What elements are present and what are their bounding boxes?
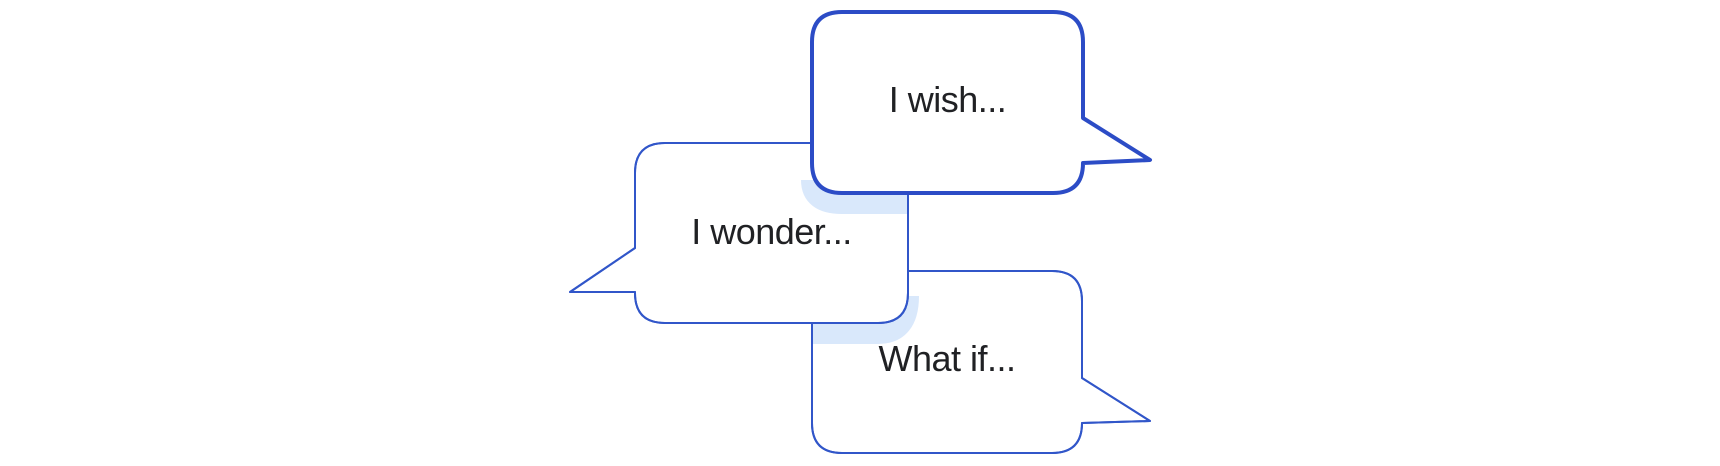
wish-bubble-label: I wish... — [889, 79, 1007, 120]
wonder-bubble-label: I wonder... — [691, 211, 852, 252]
wish-overlap-shadow — [801, 179, 908, 214]
whatif-bubble-label: What if... — [878, 338, 1015, 379]
